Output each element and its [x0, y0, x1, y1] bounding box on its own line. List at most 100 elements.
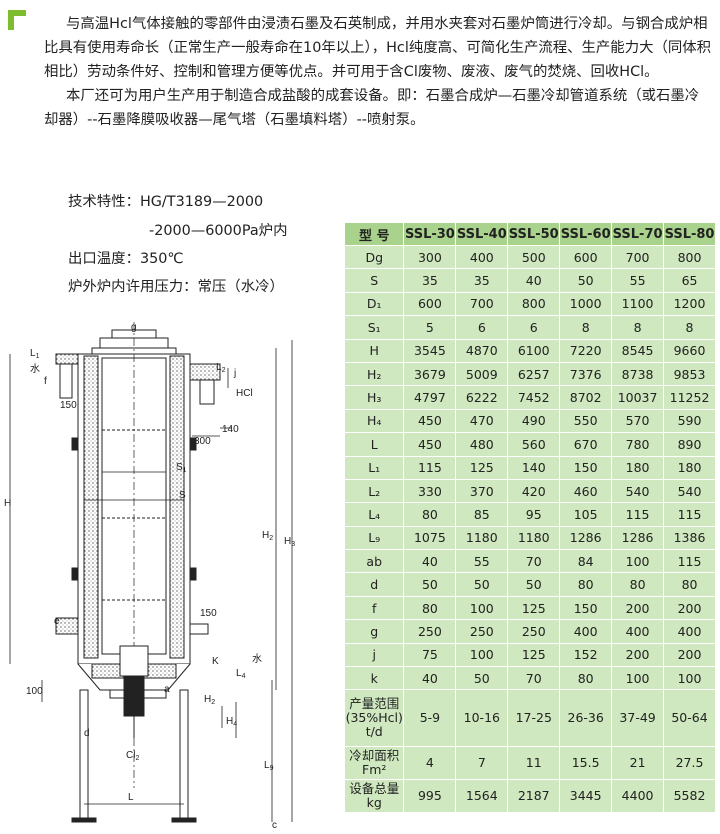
table-cell: 5: [403, 315, 457, 340]
table-cell: 7376: [559, 361, 613, 387]
furnace-diagram: g L1 水 f 150 L2 j HCl 300 140 S1 S H H2 …: [4, 322, 295, 831]
table-cell: 8: [559, 315, 613, 340]
spec-standard: 技术特性：HG/T3189—2000: [68, 194, 264, 210]
table-cell: j: [343, 642, 405, 668]
table-cell: 9853: [663, 361, 716, 387]
table-cell: L₁: [343, 455, 405, 480]
table-cell: 600: [559, 244, 613, 270]
table-cell: 250: [455, 619, 509, 644]
table-cell: 125: [507, 642, 561, 668]
table-cell: 180: [611, 455, 665, 480]
label-water-bottom: 水: [252, 653, 262, 665]
table-cell: 6: [507, 315, 561, 340]
table-cell: 10037: [611, 385, 665, 410]
table-cell: 890: [663, 432, 716, 457]
table-cell: 700: [455, 291, 509, 317]
label-d: d: [84, 728, 90, 739]
table-cell: 7452: [507, 385, 561, 410]
table-cell: 50: [507, 572, 561, 597]
table-cell: 8: [611, 315, 665, 340]
label-a: a: [164, 684, 170, 695]
table-cell: 115: [663, 502, 716, 527]
table-cell: 17-25: [507, 689, 561, 748]
label-L1: L1: [30, 348, 40, 360]
table-cell: 560: [507, 432, 561, 457]
table-cell: 40: [403, 549, 457, 574]
header-ssl-30: SSL-30: [403, 222, 457, 246]
table-cell: 21: [611, 746, 665, 781]
label-300: 300: [194, 436, 211, 447]
intro-paragraph-1: 与高温Hcl气体接触的零部件由浸渍石墨及石英制成，并用水夹套对石墨炉筒进行冷却。…: [44, 16, 712, 80]
table-cell: 8738: [611, 361, 665, 387]
table-cell: 70: [507, 666, 561, 691]
table-cell: 35: [455, 268, 509, 293]
table-cell: 4797: [403, 385, 457, 410]
table-cell: 250: [403, 619, 457, 644]
table-cell: 420: [507, 478, 561, 504]
table-cell: k: [343, 666, 405, 691]
table-cell: 400: [663, 619, 716, 644]
table-cell: 300: [403, 244, 457, 270]
table-cell: 800: [663, 244, 716, 270]
label-k: K: [212, 656, 219, 667]
table-cell: 115: [663, 549, 716, 574]
table-cell: 115: [403, 455, 457, 480]
header-ssl-60: SSL-60: [559, 222, 613, 246]
table-cell: 10-16: [455, 689, 509, 748]
header-ssl-50: SSL-50: [507, 222, 561, 246]
table-cell: L₂: [343, 478, 405, 504]
table-cell: 84: [559, 549, 613, 574]
table-cell: Dg: [343, 244, 405, 270]
table-cell: 470: [455, 408, 509, 434]
table-cell: H: [343, 338, 405, 363]
table-cell: 550: [559, 408, 613, 434]
label-j: j: [233, 368, 236, 379]
table-cell: 540: [611, 478, 665, 504]
table-cell: 80: [663, 572, 716, 597]
capacity-label: 产量范围(35%Hcl)t/d: [343, 689, 405, 748]
table-cell: 800: [507, 291, 561, 317]
label-150-top: 150: [60, 400, 77, 411]
table-cell: 100: [611, 549, 665, 574]
table-cell: 50: [403, 572, 457, 597]
table-cell: 3445: [559, 779, 613, 814]
table-cell: 6257: [507, 361, 561, 387]
table-cell: 1286: [559, 525, 613, 551]
table-cell: 1180: [455, 525, 509, 551]
table-cell: 5582: [663, 779, 716, 814]
table-cell: 540: [663, 478, 716, 504]
table-cell: f: [343, 595, 405, 621]
table-cell: 780: [611, 432, 665, 457]
table-cell: ab: [343, 549, 405, 574]
table-cell: 100: [455, 595, 509, 621]
table-cell: 700: [611, 244, 665, 270]
table-cell: 50-64: [663, 689, 716, 748]
table-cell: 200: [611, 595, 665, 621]
table-cell: 4400: [611, 779, 665, 814]
table-cell: 50: [455, 572, 509, 597]
table-cell: 480: [455, 432, 509, 457]
table-cell: 27.5: [663, 746, 716, 781]
table-cell: S₁: [343, 315, 405, 340]
table-cell: 3545: [403, 338, 457, 363]
table-cell: 400: [611, 619, 665, 644]
table-cell: 9660: [663, 338, 716, 363]
table-cell: 995: [403, 779, 457, 814]
label-L2: L2: [216, 362, 226, 374]
table-cell: 450: [403, 408, 457, 434]
label-hcl: HCl: [236, 388, 253, 399]
table-cell: 670: [559, 432, 613, 457]
table-cell: 37-49: [611, 689, 665, 748]
label-H2-bottom: H2: [204, 694, 215, 706]
table-cell: 7220: [559, 338, 613, 363]
